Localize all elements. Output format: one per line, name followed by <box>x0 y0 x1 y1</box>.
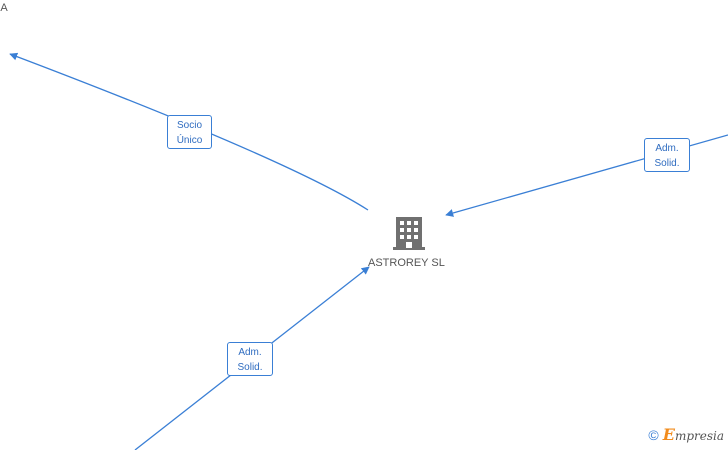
company-node-label[interactable]: ASTROREY SL <box>368 257 445 269</box>
edge-socio-unico <box>9 52 369 211</box>
role-label-socio-unico[interactable]: Socio Único <box>167 115 212 149</box>
partial-node-label[interactable]: SA <box>0 2 8 14</box>
role-label-line1: Adm. <box>655 143 679 154</box>
role-label-line2: Solid. <box>654 158 680 169</box>
empresia-watermark: © Empresia <box>648 425 724 444</box>
role-label-line1: Socio <box>176 120 202 131</box>
empresia-logo-initial: E <box>662 425 675 444</box>
empresia-logo: Empresia <box>663 425 724 444</box>
role-label-line2: Único <box>176 135 203 146</box>
role-label-line2: Solid. <box>237 362 263 373</box>
role-label-adm-solid-right[interactable]: Adm. Solid. <box>644 138 690 172</box>
building-icon[interactable] <box>393 217 425 250</box>
role-label-adm-solid-bottom[interactable]: Adm. Solid. <box>227 342 273 376</box>
empresia-logo-text: mpresia <box>674 429 724 443</box>
copyright-icon: © <box>648 426 659 443</box>
role-label-line1: Adm. <box>238 347 262 358</box>
